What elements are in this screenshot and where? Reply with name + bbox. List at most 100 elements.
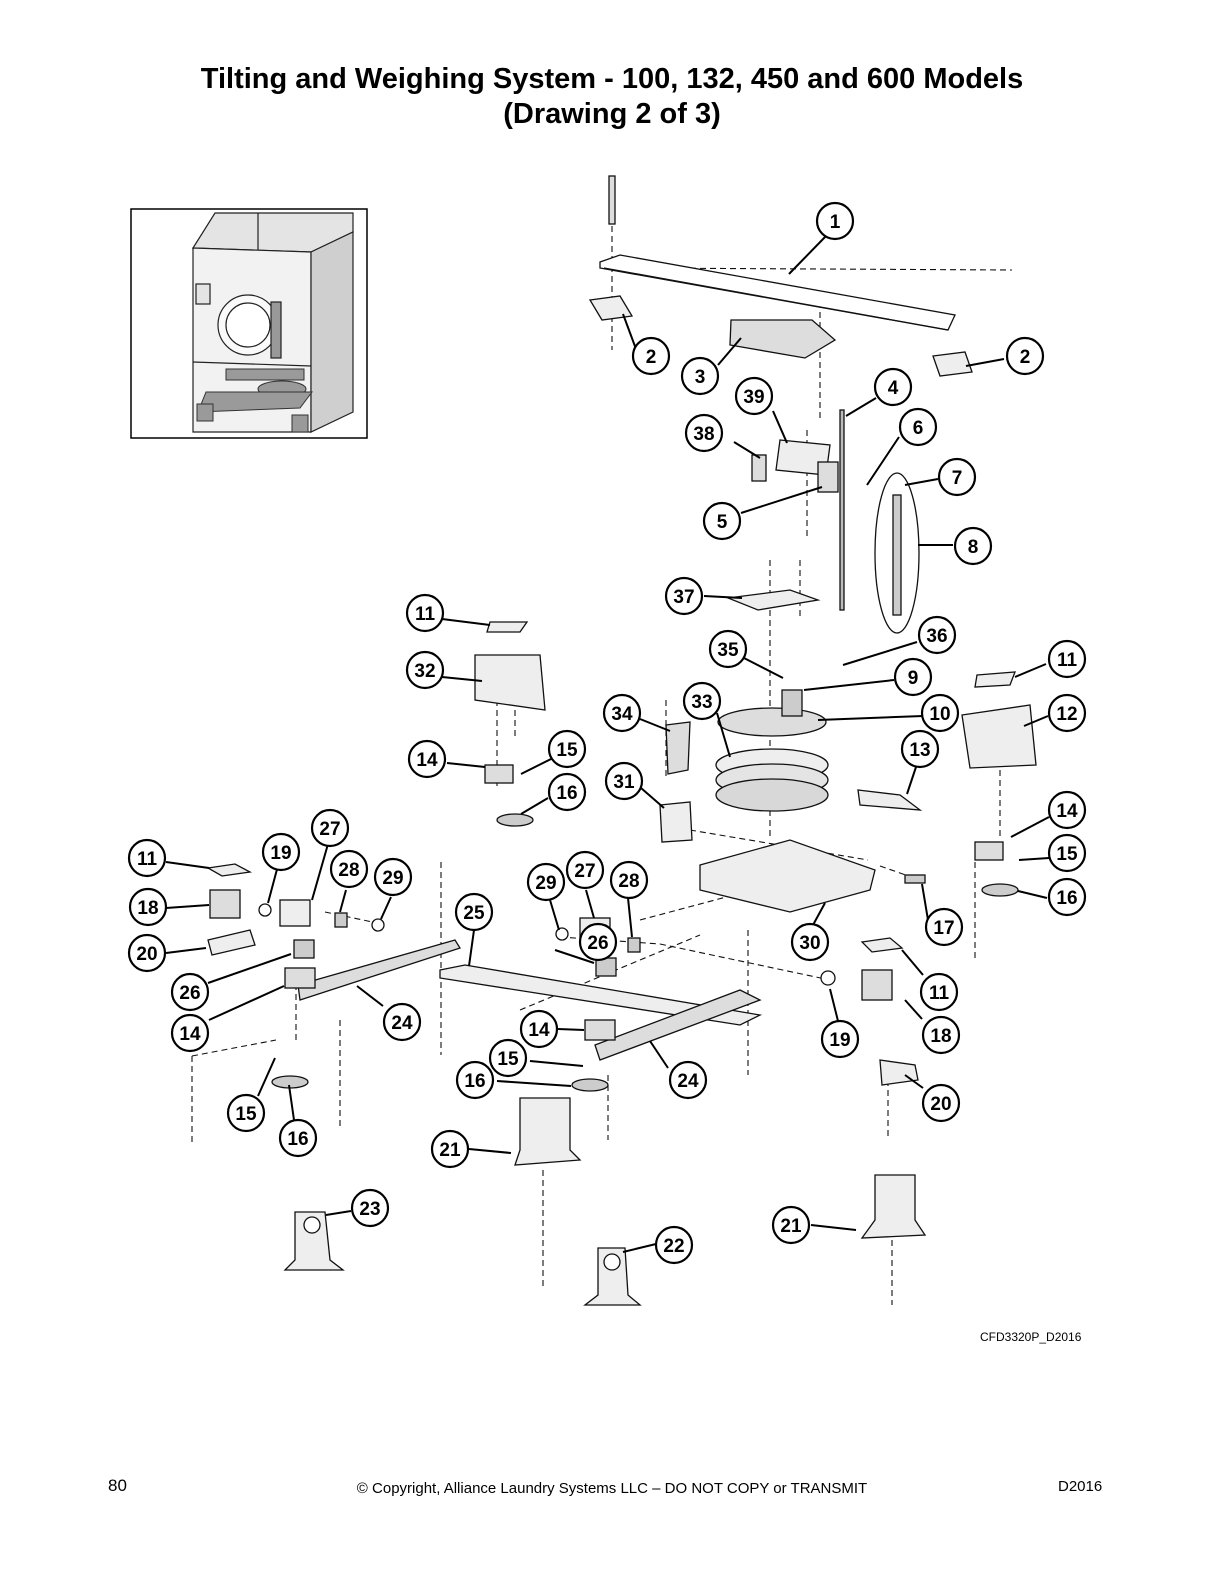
callout-circle	[790, 922, 830, 962]
part-base-30	[699, 839, 876, 913]
callout-circle	[924, 907, 964, 947]
callout-12: 12	[1047, 693, 1087, 733]
callout-number: 27	[319, 819, 340, 840]
callout-29: 29	[526, 862, 566, 902]
part-pin-17	[904, 874, 926, 884]
callout-number: 28	[338, 860, 359, 881]
callout-circle	[488, 1038, 528, 1078]
callout-number: 27	[574, 861, 595, 882]
callout-circle	[519, 1009, 559, 1049]
callout-number: 11	[929, 983, 950, 1004]
callout-number: 21	[780, 1216, 802, 1237]
part-mount-9	[781, 689, 803, 717]
callout-number: 29	[382, 868, 403, 889]
part-mount-23	[283, 1211, 345, 1271]
part-spacer-28-left	[334, 912, 348, 928]
callout-number: 9	[908, 668, 919, 689]
callout-circle	[526, 862, 566, 902]
callout-2: 2	[1005, 336, 1045, 376]
callout-circle	[734, 376, 774, 416]
callout-9: 9	[893, 657, 933, 697]
callout-circle	[1047, 833, 1087, 873]
callout-number: 18	[137, 898, 158, 919]
callout-30: 30	[790, 922, 830, 962]
callout-circle	[680, 356, 720, 396]
part-channel-3	[729, 319, 837, 359]
callout-number: 24	[677, 1071, 699, 1092]
callout-number: 8	[968, 537, 979, 558]
callout-circle	[654, 1225, 694, 1265]
callout-1: 1	[815, 201, 855, 241]
callout-circle	[127, 933, 167, 973]
callout-29: 29	[373, 857, 413, 897]
callout-circle	[668, 1060, 708, 1100]
callout-circle	[405, 650, 445, 690]
part-block-26-left	[293, 939, 315, 959]
callout-circle	[1047, 693, 1087, 733]
callout-38: 38	[684, 413, 724, 453]
callout-circle	[226, 1093, 266, 1133]
callout-23: 23	[350, 1188, 390, 1228]
callout-number: 15	[235, 1104, 257, 1125]
callout-34: 34	[602, 693, 642, 733]
part-pedestal-21-left	[514, 1097, 582, 1166]
callout-number: 10	[929, 704, 950, 725]
callout-number: 16	[287, 1129, 308, 1150]
part-bearing-18-left	[209, 889, 241, 919]
parts-line-art	[206, 175, 1037, 1306]
callout-number: 20	[930, 1094, 951, 1115]
part-pedestal-21-right	[860, 1174, 927, 1239]
part-washer-29-left	[371, 918, 385, 932]
callout-number: 33	[691, 692, 712, 713]
callout-number: 36	[926, 626, 947, 647]
callout-28: 28	[329, 849, 369, 889]
callout-number: 3	[695, 367, 706, 388]
callout-circle	[127, 838, 167, 878]
callout-11: 11	[919, 972, 959, 1012]
callout-circle	[128, 887, 168, 927]
part-bracket-34	[665, 721, 691, 775]
callout-11: 11	[1047, 639, 1087, 679]
callout-number: 15	[556, 740, 578, 761]
callout-number: 7	[952, 468, 963, 489]
part-rod-4	[839, 409, 845, 611]
callout-number: 11	[415, 604, 436, 625]
revision-code: D2016	[1058, 1478, 1103, 1495]
callout-number: 2	[1020, 347, 1031, 368]
callout-number: 25	[463, 903, 485, 924]
part-clip-2-right	[932, 351, 973, 377]
callout-number: 38	[693, 424, 714, 445]
callout-number: 39	[743, 387, 764, 408]
callout-circle	[873, 367, 913, 407]
callout-number: 4	[888, 378, 899, 399]
callout-number: 16	[464, 1071, 485, 1092]
part-shim-11-left	[206, 863, 253, 877]
copyright-notice: © Copyright, Alliance Laundry Systems LL…	[356, 1480, 868, 1497]
machine-overview-inset	[130, 208, 368, 439]
callout-circle	[602, 693, 642, 733]
callout-25: 25	[454, 892, 494, 932]
callout-circle	[953, 526, 993, 566]
callout-36: 36	[917, 615, 957, 655]
callout-number: 14	[1056, 801, 1078, 822]
callout-circle	[547, 729, 587, 769]
callout-number: 2	[646, 347, 657, 368]
callout-circle	[921, 1083, 961, 1123]
part-top-bracket-1	[599, 254, 956, 331]
part-angle-13	[857, 789, 923, 811]
part-foot-16-a	[496, 813, 534, 827]
callout-number: 22	[663, 1236, 684, 1257]
callout-14: 14	[170, 1013, 210, 1053]
part-spacer-28-mid	[627, 937, 641, 953]
callout-circle	[937, 457, 977, 497]
callout-number: 17	[933, 918, 954, 939]
callout-37: 37	[664, 576, 704, 616]
callout-31: 31	[604, 761, 644, 801]
part-rail-24-left	[297, 939, 461, 1001]
callout-circle	[900, 729, 940, 769]
page-number: 80	[108, 1476, 127, 1495]
title-line-2: (Drawing 2 of 3)	[503, 98, 721, 130]
callout-14: 14	[1047, 790, 1087, 830]
